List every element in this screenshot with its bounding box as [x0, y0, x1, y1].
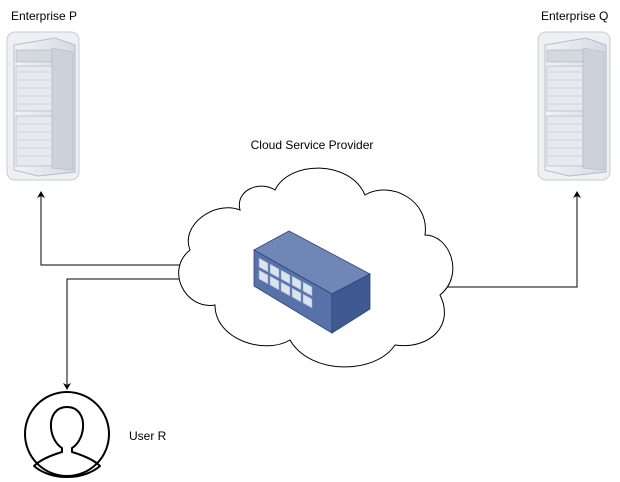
user-icon: [24, 391, 110, 478]
edge-cloud-to-user-r[interactable]: [63, 278, 198, 390]
enterprise-q-label: Enterprise Q: [541, 9, 608, 23]
server-rack-icon: [6, 31, 80, 181]
storage-server-icon: [253, 230, 371, 334]
user-r-node[interactable]: User R: [24, 391, 167, 478]
edge-cloud-to-enterprise-p[interactable]: [37, 191, 190, 266]
enterprise-p-node[interactable]: Enterprise P: [6, 9, 80, 181]
edge-cloud-to-enterprise-q[interactable]: [445, 191, 581, 288]
cloud-service-provider-node[interactable]: Cloud Service Provider: [178, 138, 454, 368]
connectors: [37, 191, 581, 390]
enterprise-q-node[interactable]: Enterprise Q: [537, 9, 611, 181]
cloud-label: Cloud Service Provider: [251, 138, 374, 152]
server-rack-icon: [537, 31, 611, 181]
user-r-label: User R: [129, 429, 167, 443]
enterprise-p-label: Enterprise P: [11, 9, 77, 23]
